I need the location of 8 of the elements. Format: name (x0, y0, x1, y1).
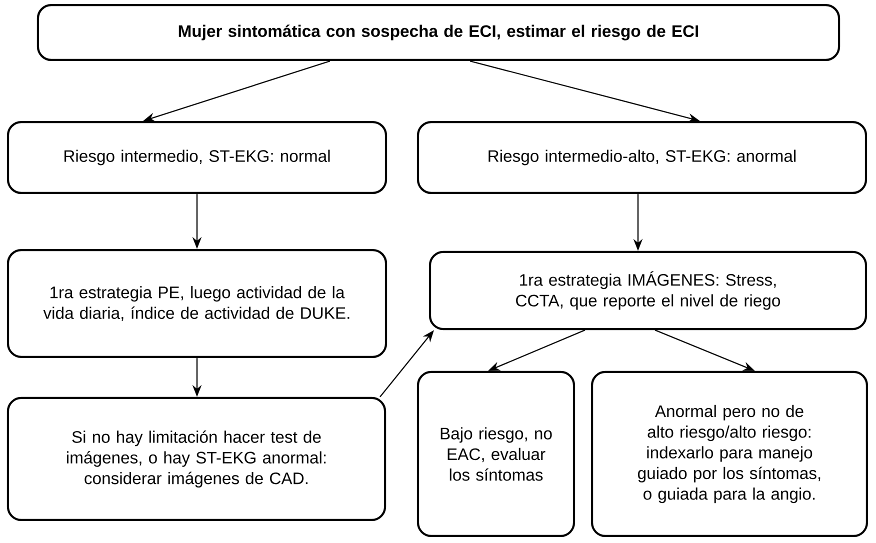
process-box: Riesgo intermedio, ST-EKG: normal (6, 120, 388, 194)
process-box: Bajo riesgo, no EAC, evaluar los síntomas (416, 370, 576, 538)
process-box: 1ra estrategia PE, luego actividad de la vida diaria, índice de actividad de DUKE. (6, 248, 388, 358)
process-box: 1ra estrategia IMÁGENES: Stress, CCTA, que reporte el nivel de riego (428, 250, 868, 330)
process-box: Mujer sintomática con sospecha de ECI, estimar el riesgo de ECI (36, 4, 840, 62)
process-box: Anormal pero no de alto riesgo/alto riesgo: indexarlo para manejo guiado por los síntomas, o guiada para la angio. (590, 370, 868, 538)
process-box: Riesgo intermedio-alto, ST-EKG: anormal (416, 120, 868, 194)
process-box: Si no hay limitación hacer test de imágenes, o hay ST-EKG anormal: considerar imágenes de CAD. (6, 396, 386, 522)
